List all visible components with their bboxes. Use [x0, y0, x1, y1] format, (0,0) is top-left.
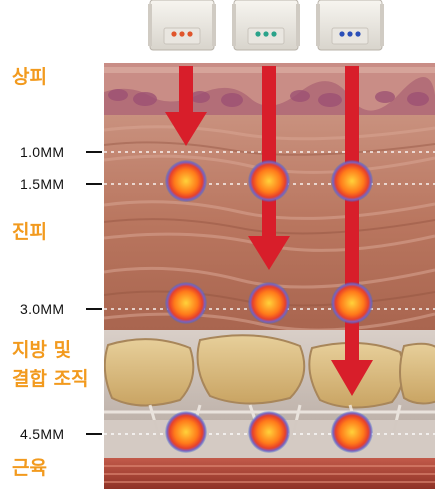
focal-point — [165, 282, 207, 324]
cartridge-indicator-dot — [187, 31, 193, 37]
depth-label-1mm: 1.0MM — [20, 144, 65, 160]
focal-point — [248, 411, 290, 453]
focal-point — [331, 282, 373, 324]
cartridge-1 — [148, 0, 216, 51]
cartridge-2 — [232, 0, 300, 51]
cartridge-indicator-dot — [339, 31, 345, 37]
focal-point — [165, 160, 207, 202]
label-epidermis: 상피 — [12, 66, 47, 88]
cartridge-3 — [316, 0, 384, 51]
focal-points — [165, 160, 373, 453]
cartridge-indicator-dot — [263, 31, 269, 37]
label-fat-line1: 지방 및 — [12, 339, 72, 361]
cartridge-indicator-dot — [271, 31, 277, 37]
focal-point — [165, 411, 207, 453]
cartridge-indicator-dot — [171, 31, 177, 37]
focal-point — [248, 160, 290, 202]
depth-label-3mm: 3.0MM — [20, 301, 65, 317]
focal-point — [331, 411, 373, 453]
label-fat-line2: 결합 조직 — [12, 368, 89, 390]
focal-point — [248, 282, 290, 324]
depth-label-1-5mm: 1.5MM — [20, 176, 65, 192]
cartridge-indicator-dot — [255, 31, 261, 37]
cartridge-indicator-dot — [355, 31, 361, 37]
depth-tick — [86, 183, 102, 185]
depth-label-4-5mm: 4.5MM — [20, 426, 65, 442]
depth-tick — [86, 308, 102, 310]
label-muscle: 근육 — [12, 457, 47, 479]
cartridge-indicator-dot — [179, 31, 185, 37]
cartridge-indicator-dot — [347, 31, 353, 37]
depth-tick — [86, 433, 102, 435]
depth-tick — [86, 151, 102, 153]
arrow-1-5mm — [165, 66, 207, 146]
focal-point — [331, 160, 373, 202]
cartridges — [148, 0, 384, 51]
label-dermis: 진피 — [12, 221, 47, 243]
depth-guidelines — [104, 151, 435, 435]
